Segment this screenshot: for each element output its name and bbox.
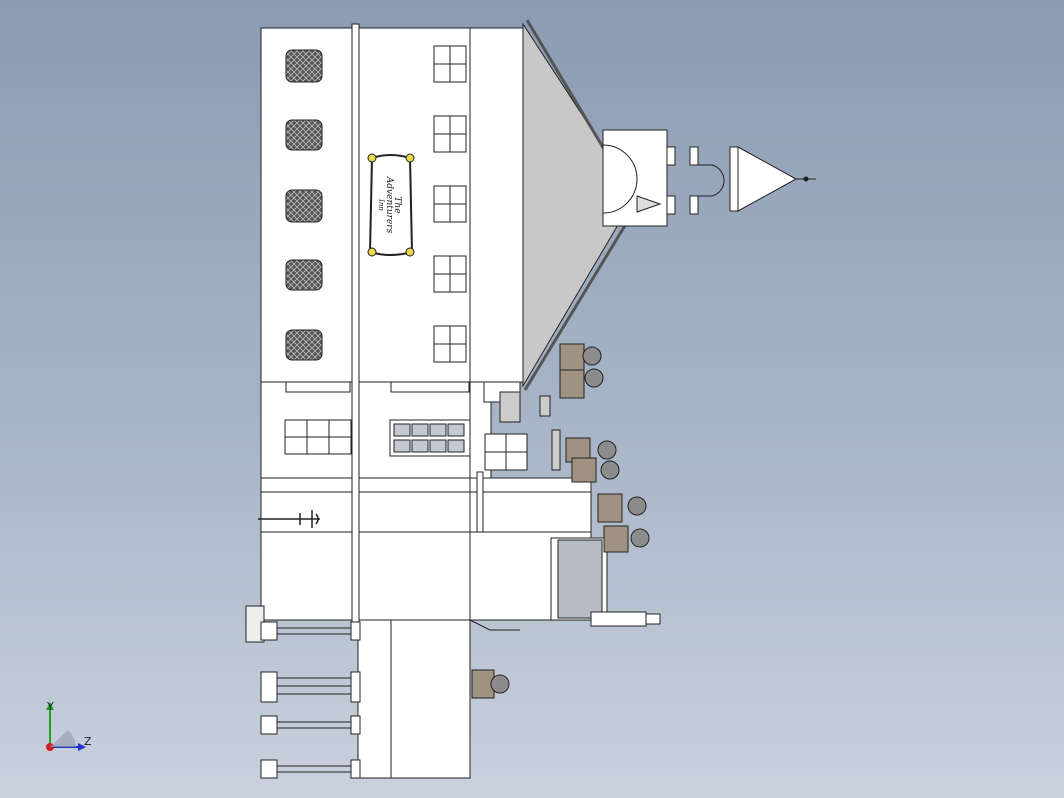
pane-windows xyxy=(433,45,528,471)
figures xyxy=(471,343,650,699)
axis-triad: Y Z xyxy=(46,700,92,751)
porch-columns xyxy=(245,605,361,779)
bell-tower xyxy=(602,129,816,227)
sign-sub: Inn xyxy=(377,198,385,211)
ground-windows xyxy=(284,381,521,457)
inn-sign: The Adventurers Inn xyxy=(367,153,415,257)
wall-lantern xyxy=(258,510,320,528)
sign-name: Adventurers xyxy=(384,176,394,234)
side-wing xyxy=(469,395,661,631)
leaded-windows xyxy=(285,49,323,361)
sign-title: The xyxy=(392,196,402,213)
z-axis-label: Z xyxy=(84,735,92,748)
y-axis-label: Y xyxy=(46,700,54,713)
main-wall xyxy=(260,27,592,779)
